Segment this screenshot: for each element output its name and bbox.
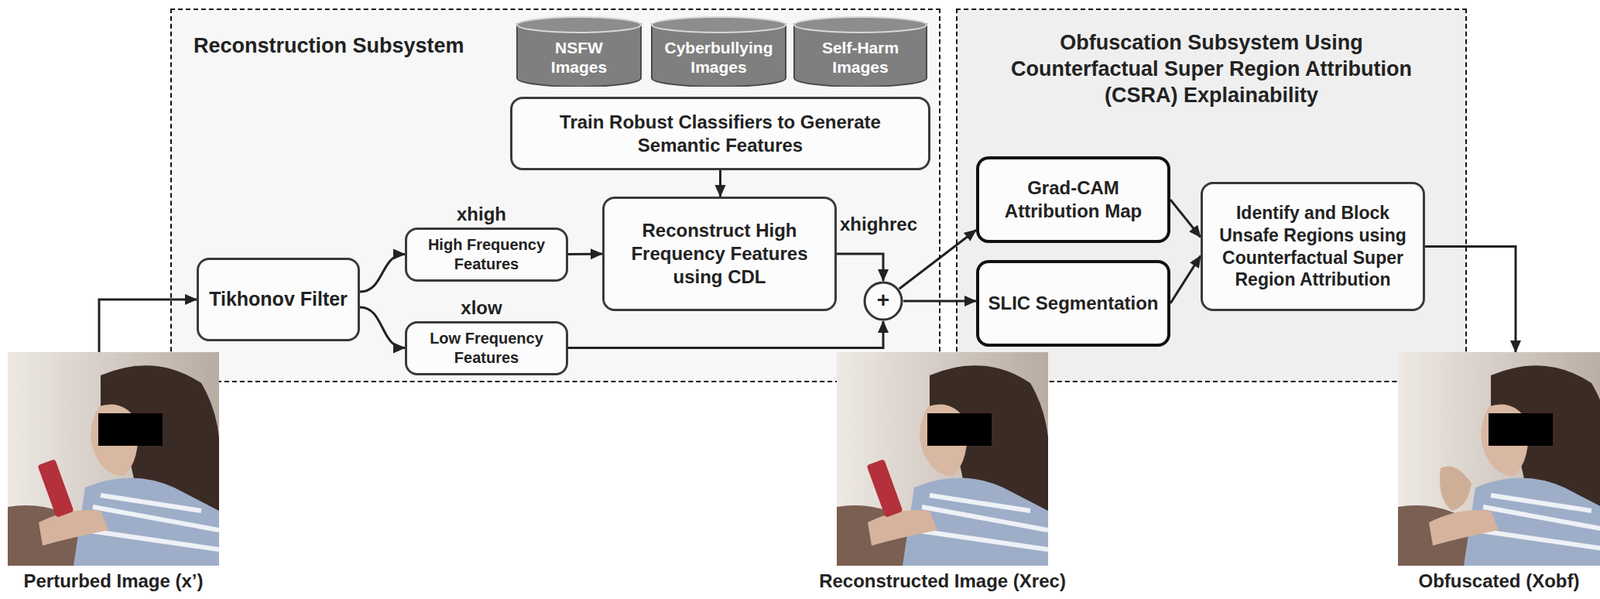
image-panel: Obfuscated (Xobf) — [1397, 352, 1600, 566]
dataset-cylinder: Self-Harm Images — [792, 15, 929, 87]
circle-outline — [864, 282, 902, 320]
node-label: Train Robust Classifiers to Generate Sem… — [520, 110, 921, 158]
flow-arrow — [836, 253, 884, 281]
image-panel: Reconstructed Image (Xrec) — [836, 352, 1049, 566]
photo-illustration — [1397, 352, 1600, 566]
flow-arrow — [568, 253, 603, 257]
flow-arrow — [1170, 199, 1201, 238]
node-label: Reconstruct High Frequency Features usin… — [612, 219, 827, 289]
flow-arrow — [899, 229, 977, 289]
panel-ground — [170, 8, 941, 383]
node-label: Grad-CAM Attribution Map — [986, 176, 1160, 223]
photo-arm — [1428, 510, 1499, 546]
node-label: Self-Harm Images — [802, 37, 919, 77]
process-box: Train Robust Classifiers to Generate Sem… — [510, 96, 931, 171]
subsystem-panel: Reconstruction SubsystemNSFW ImagesCyber… — [170, 8, 941, 383]
flow-arrow — [359, 307, 405, 349]
signal-label: xhigh — [454, 203, 509, 226]
node-label: SLIC Segmentation — [987, 291, 1159, 316]
node-label: Identify and Block Unsafe Regions using … — [1210, 202, 1415, 292]
eye-bar — [927, 413, 992, 446]
cylinder-top — [794, 17, 927, 33]
cylinder-top — [651, 17, 786, 33]
node-label: Low Frequency Features — [414, 328, 559, 368]
flow-arrow — [1170, 256, 1201, 305]
process-box: Tikhonov Filter — [196, 257, 360, 342]
process-box: SLIC Segmentation — [976, 260, 1171, 347]
cylinder-body — [517, 23, 641, 87]
flow-arrow — [719, 170, 722, 197]
process-box: Identify and Block Unsafe Regions using … — [1200, 181, 1426, 312]
photo-arm — [867, 510, 938, 546]
dataset-cylinder: NSFW Images — [515, 15, 643, 87]
flow-arrow — [568, 321, 884, 349]
flow-arrow — [1425, 246, 1516, 353]
dataset-cylinder: Cyberbullying Images — [650, 15, 788, 87]
photo-illustration — [7, 352, 220, 566]
node-label: Cyberbullying Images — [654, 37, 783, 77]
node-label: + — [877, 289, 890, 312]
photo-illustration — [836, 352, 1049, 566]
process-box: Reconstruct High Frequency Features usin… — [602, 196, 837, 312]
image-caption: Obfuscated (Xobf) — [1418, 569, 1580, 593]
image-panel: Perturbed Image (x’) — [7, 352, 220, 566]
eye-bar — [1488, 413, 1553, 446]
cylinder-top — [517, 17, 641, 33]
eye-bar — [98, 413, 163, 446]
process-box: Grad-CAM Attribution Map — [976, 156, 1171, 244]
cylinder-body — [651, 23, 786, 87]
image-caption: Perturbed Image (x’) — [23, 569, 203, 593]
node-label: NSFW Images — [532, 37, 626, 77]
flow-arrow — [99, 299, 197, 353]
photo-hand — [1439, 466, 1472, 512]
signal-label: xhighrec — [837, 213, 920, 236]
sum-circle: + — [863, 280, 904, 322]
photo-arm — [38, 510, 109, 546]
cylinder-body — [794, 23, 927, 87]
photo-phone — [866, 459, 903, 518]
signal-label: xlow — [458, 297, 504, 319]
node-label: Tikhonov Filter — [208, 287, 348, 312]
flow-arrow — [359, 254, 405, 293]
node-label: High Frequency Features — [414, 235, 559, 275]
panel-title: Obfuscation Subsystem Using Counterfactu… — [994, 30, 1429, 109]
subsystem-panel: Obfuscation Subsystem Using Counterfactu… — [955, 8, 1467, 383]
panel-ground — [955, 8, 1467, 383]
image-caption: Reconstructed Image (Xrec) — [818, 569, 1066, 593]
feature-box: Low Frequency Features — [404, 321, 569, 376]
feature-box: High Frequency Features — [404, 227, 569, 282]
photo-phone — [37, 459, 74, 518]
